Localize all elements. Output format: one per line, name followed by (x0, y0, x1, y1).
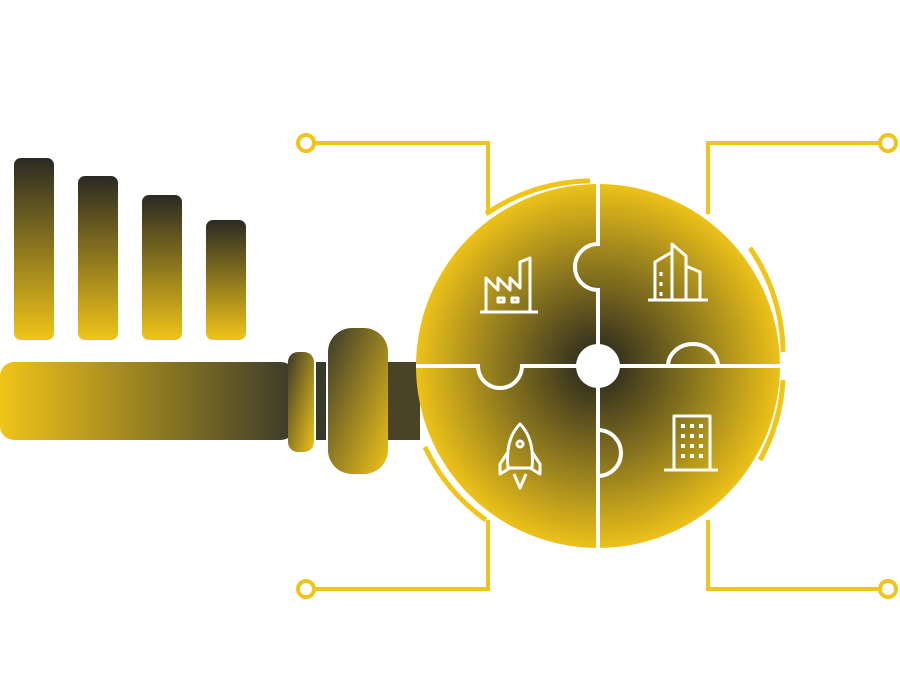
connector-top-right (706, 133, 898, 214)
lens-rim-top (484, 178, 591, 217)
connector-lines (296, 133, 898, 599)
factory-icon (480, 256, 538, 314)
bar-2 (78, 176, 118, 340)
lens-rim-bottom-left (422, 445, 488, 523)
connector-bottom-left (296, 520, 490, 599)
connector-top-left (296, 133, 490, 214)
office-building-icon (664, 414, 718, 472)
skyscraper-icon (648, 242, 708, 302)
lens-rim-right (747, 246, 786, 353)
puzzle-center-dot (576, 344, 620, 388)
rocket-icon (498, 422, 542, 490)
bar-3 (142, 195, 182, 340)
bar-chart-graphic (14, 158, 246, 340)
bar-4 (206, 220, 246, 340)
puzzle-lens (416, 184, 780, 548)
lens-rim-bottom-right (757, 379, 786, 462)
magnifier-handle (0, 328, 420, 474)
bar-1 (14, 158, 54, 340)
connector-bottom-right (706, 520, 898, 599)
